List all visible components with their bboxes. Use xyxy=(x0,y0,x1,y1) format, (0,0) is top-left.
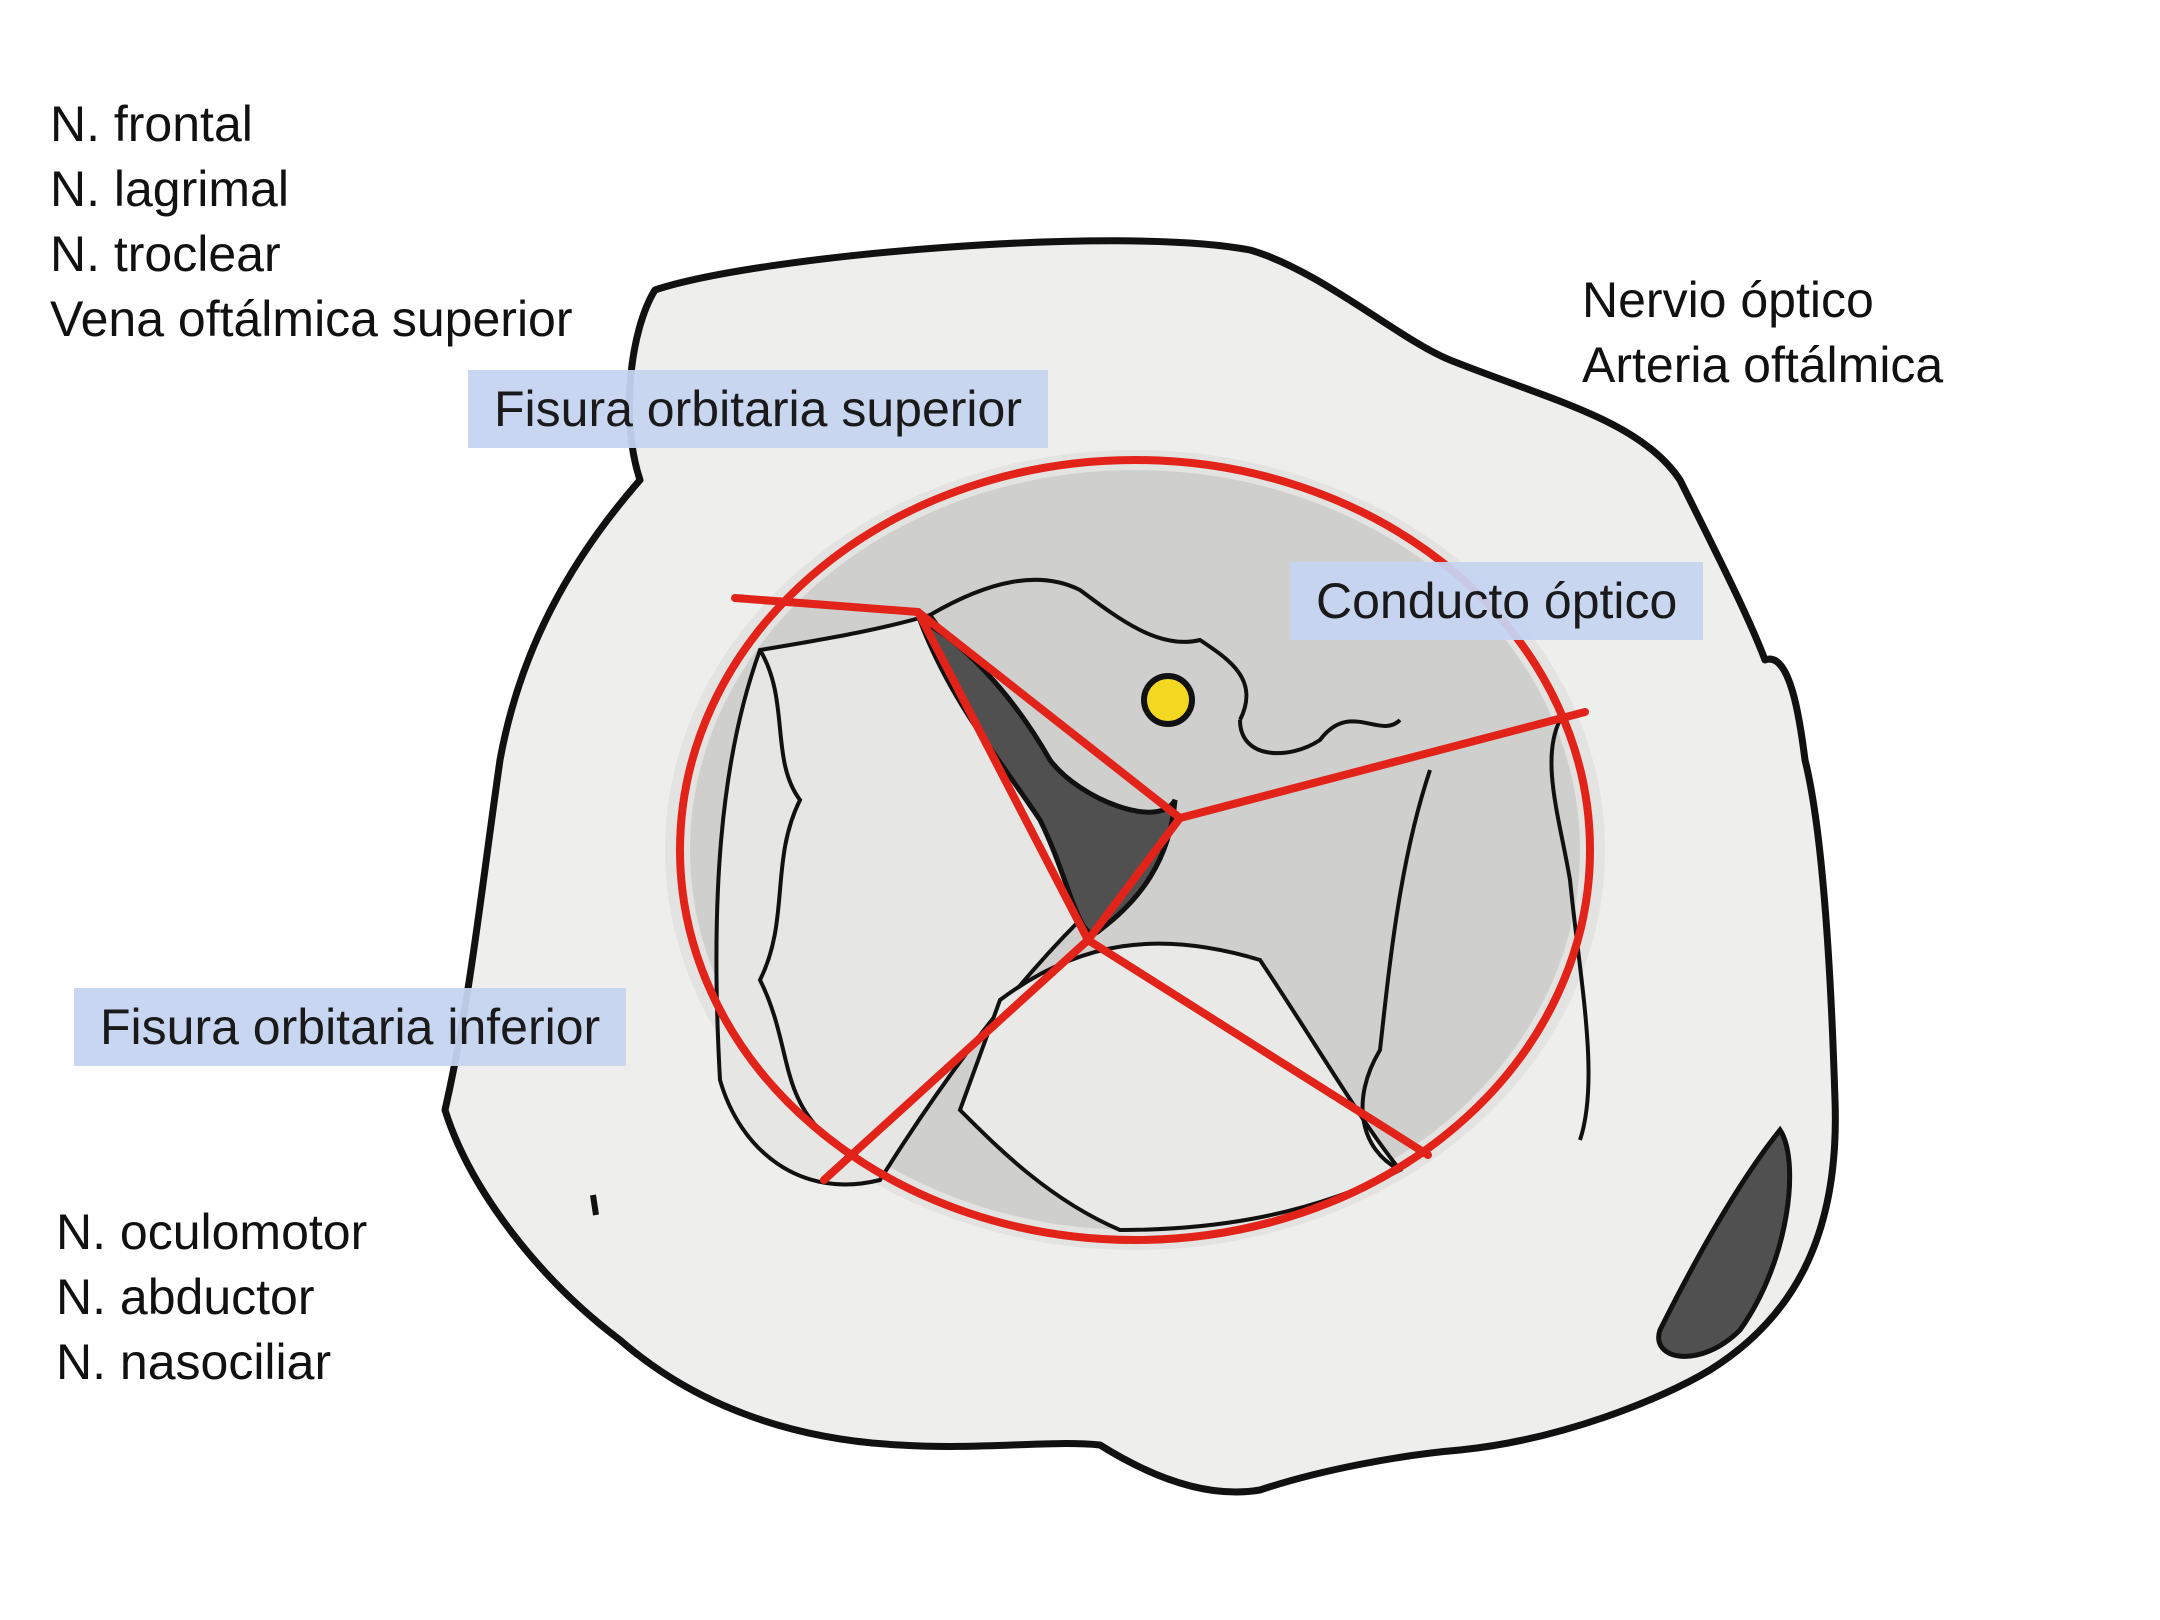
structure-n-oculomotor: N. oculomotor xyxy=(56,1204,368,1260)
bone-mark xyxy=(590,1194,599,1216)
optic-nerve-dot xyxy=(1141,673,1195,727)
label-fisura-orbitaria-inferior: Fisura orbitaria inferior xyxy=(74,988,627,1066)
structure-n-lagrimal: N. lagrimal xyxy=(50,161,289,217)
inferior-orbital-fissure xyxy=(1656,1125,1793,1359)
structure-arteria-oftalmica: Arteria oftálmica xyxy=(1582,337,1944,393)
structure-nervio-optico: Nervio óptico xyxy=(1582,272,1874,328)
structure-n-abductor: N. abductor xyxy=(56,1269,315,1325)
red-division-lines xyxy=(731,594,1589,1184)
structure-n-troclear: N. troclear xyxy=(50,226,281,282)
structure-vena-oftalmica-superior: Vena oftálmica superior xyxy=(50,291,573,347)
structure-n-frontal: N. frontal xyxy=(50,96,253,152)
label-conducto-optico: Conducto óptico xyxy=(1290,562,1704,640)
annulus-oval xyxy=(676,456,1594,1244)
superior-orbital-fissure xyxy=(915,614,1178,936)
suture-lines xyxy=(757,577,1591,1172)
structures-top-left: N. frontal N. lagrimal N. troclear Vena … xyxy=(50,92,573,352)
structure-n-nasociliar: N. nasociliar xyxy=(56,1334,332,1390)
label-fisura-orbitaria-superior: Fisura orbitaria superior xyxy=(468,370,1048,448)
structures-top-right: Nervio óptico Arteria oftálmica xyxy=(1582,268,1943,398)
structures-bottom-left: N. oculomotor N. abductor N. nasociliar xyxy=(56,1200,367,1395)
